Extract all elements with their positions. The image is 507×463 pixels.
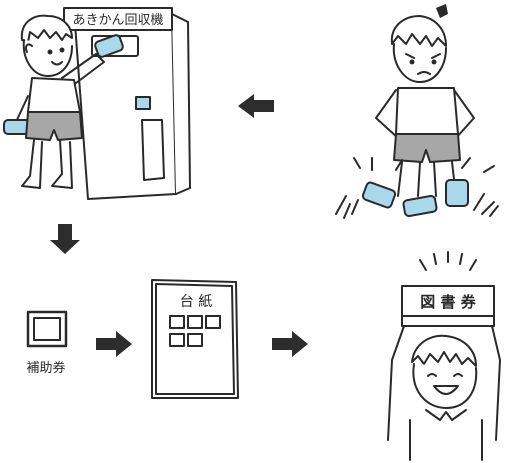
collection-board bbox=[151, 279, 239, 399]
arrow-down-icon bbox=[50, 224, 80, 254]
book-voucher bbox=[401, 285, 495, 327]
can-being-inserted bbox=[94, 34, 124, 58]
machine-sign-text: あきかん回収機 bbox=[72, 13, 163, 28]
angry-boy bbox=[375, 4, 475, 197]
coupon bbox=[26, 310, 68, 348]
machine-sign bbox=[63, 7, 173, 31]
boy-inserting-can bbox=[3, 14, 124, 189]
recycling-machine bbox=[63, 7, 191, 200]
happy-boy bbox=[387, 325, 501, 461]
board-title: 台 紙 bbox=[180, 294, 212, 310]
arrow-left-icon bbox=[238, 94, 274, 118]
book-voucher-text: 図 書 券 bbox=[420, 293, 476, 311]
arrow-right-icon bbox=[96, 331, 132, 357]
cans-on-ground bbox=[335, 157, 499, 219]
coupon-slot bbox=[135, 96, 151, 110]
arrow-right-icon bbox=[272, 331, 308, 357]
coupon-caption: 補助券 bbox=[26, 360, 65, 376]
sparkle-lines-icon bbox=[419, 251, 477, 271]
anger-mark-icon bbox=[436, 4, 448, 18]
